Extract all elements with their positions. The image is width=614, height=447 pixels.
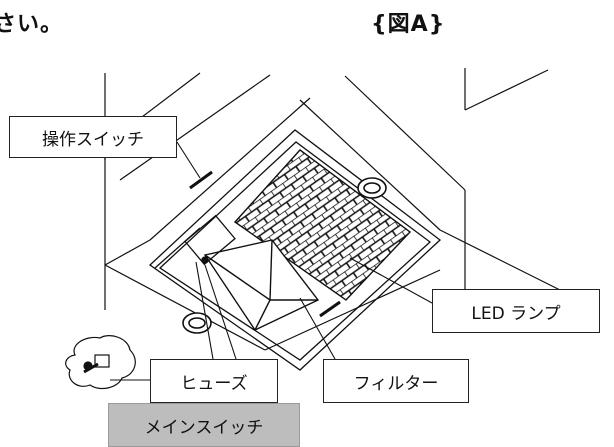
header-left-text: さい。 bbox=[0, 12, 64, 37]
filter-label: フィルター bbox=[323, 359, 469, 403]
fan-cover bbox=[203, 239, 320, 331]
filter-mesh bbox=[233, 149, 412, 301]
fuse-label: ヒューズ bbox=[150, 359, 278, 403]
main-switch-label: メインスイッチ bbox=[108, 403, 300, 447]
bottom-panel bbox=[148, 129, 442, 371]
led-lamp-label: LED ランプ bbox=[432, 289, 600, 333]
led-lamp-icon bbox=[182, 177, 387, 334]
leader-lines bbox=[110, 141, 433, 381]
operation-switch-label: 操作スイッチ bbox=[9, 116, 177, 158]
hood-outline bbox=[104, 68, 561, 351]
main-switch-bubble bbox=[65, 335, 136, 390]
fuse-box bbox=[154, 214, 341, 318]
operation-switch-icon bbox=[189, 170, 213, 190]
figure-title: {図A} bbox=[371, 12, 446, 37]
